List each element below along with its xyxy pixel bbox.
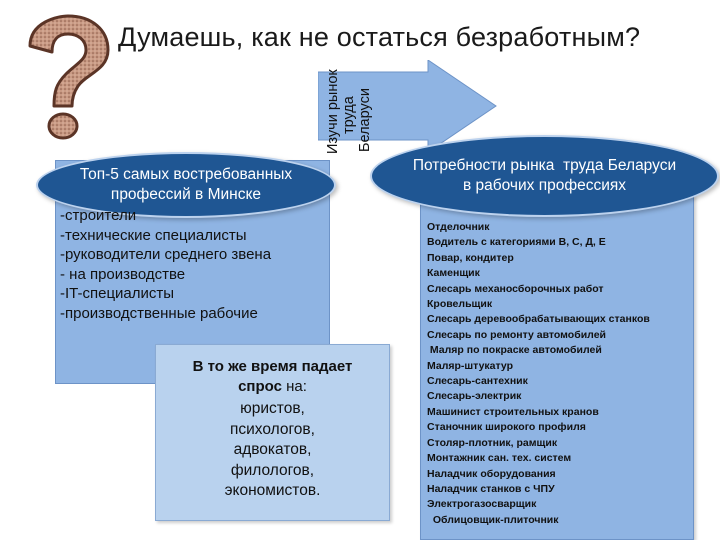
list-item: Слесарь-сантехник <box>427 375 528 388</box>
list-item: -производственные рабочие <box>60 304 258 322</box>
list-item: юристов, <box>240 400 305 417</box>
arrow-label-line-1: Изучи рынок <box>325 69 341 154</box>
list-item: Столяр-плотник, рамщик <box>427 436 558 449</box>
list-item: Каменщик <box>427 267 480 280</box>
top-professions-heading-line-1: Топ-5 самых востребованных <box>79 166 293 183</box>
labor-market-needs-heading-line-1: Потребности рынка труда Беларуси <box>412 157 677 174</box>
labor-market-needs-heading-line-2: в рабочих профессиях <box>462 177 627 194</box>
top-professions-list: -строители -технические специалисты -рук… <box>60 206 325 323</box>
list-item: -технические специалисты <box>60 226 247 244</box>
list-item: Слесарь деревообрабатывающих станков <box>427 313 650 326</box>
list-item: Слесарь-электрик <box>427 390 522 403</box>
list-item: Водитель с категориями В, С, Д, Е <box>427 236 606 249</box>
list-item: Облицовщик-плиточник <box>427 513 559 526</box>
page-title: Думаешь, как не остаться безработным? <box>118 22 641 52</box>
list-item: Слесарь по ремонту автомобилей <box>427 328 606 341</box>
declining-demand-list: юристов, психологов, адвокатов, филолого… <box>156 399 389 502</box>
declining-demand-heading-line-1: В то же время падает <box>192 358 353 375</box>
declining-demand-panel: В то же время падает спрос на: юристов, … <box>155 344 390 521</box>
list-item: - на производстве <box>60 265 186 283</box>
question-mark-icon <box>28 14 110 140</box>
top-professions-heading: Топ-5 самых востребованных профессий в М… <box>36 152 336 218</box>
declining-demand-heading-rest: на: <box>281 378 307 395</box>
list-item: Отделочник <box>427 221 490 233</box>
list-item: Монтажник сан. тех. систем <box>427 452 572 465</box>
labor-market-needs-panel <box>420 195 694 540</box>
top-professions-heading-line-2: профессий в Минске <box>110 186 262 203</box>
list-item: Маляр-штукатур <box>427 359 514 372</box>
list-item: Станочник широкого профиля <box>427 421 586 434</box>
list-item: Маляр по покраске автомобилей <box>427 344 602 357</box>
list-item: -строители <box>60 207 137 224</box>
list-item: -руководители среднего звена <box>60 246 272 263</box>
list-item: психологов, <box>230 420 315 438</box>
declining-demand-heading-bold: спрос <box>238 378 282 395</box>
list-item: экономистов. <box>224 482 321 499</box>
list-item: Наладчик оборудования <box>427 467 556 480</box>
list-item: Повар, кондитер <box>427 251 514 264</box>
list-item: филологов, <box>230 461 315 479</box>
list-item: Кровельщик <box>427 298 493 311</box>
list-item: Слесарь механосборочных работ <box>427 282 604 295</box>
arrow-label-line-3: Беларуси <box>357 88 373 152</box>
list-item: адвокатов, <box>233 441 312 458</box>
list-item: -IT-специалисты <box>60 285 175 302</box>
arrow-right-icon <box>318 60 497 153</box>
labor-market-needs-list: Отделочник Водитель с категориями В, С, … <box>427 220 689 528</box>
list-item: Наладчик станков с ЧПУ <box>427 482 555 495</box>
labor-market-needs-heading: Потребности рынка труда Беларуси в рабоч… <box>370 135 719 217</box>
arrow-label-line-2: труда <box>341 96 357 134</box>
declining-demand-heading: В то же время падает спрос на: <box>156 357 389 397</box>
arrow-label: Изучи рынок труда Беларуси <box>323 56 375 156</box>
list-item: Электрогазосварщик <box>427 498 537 511</box>
list-item: Машинист строительных кранов <box>427 405 599 418</box>
